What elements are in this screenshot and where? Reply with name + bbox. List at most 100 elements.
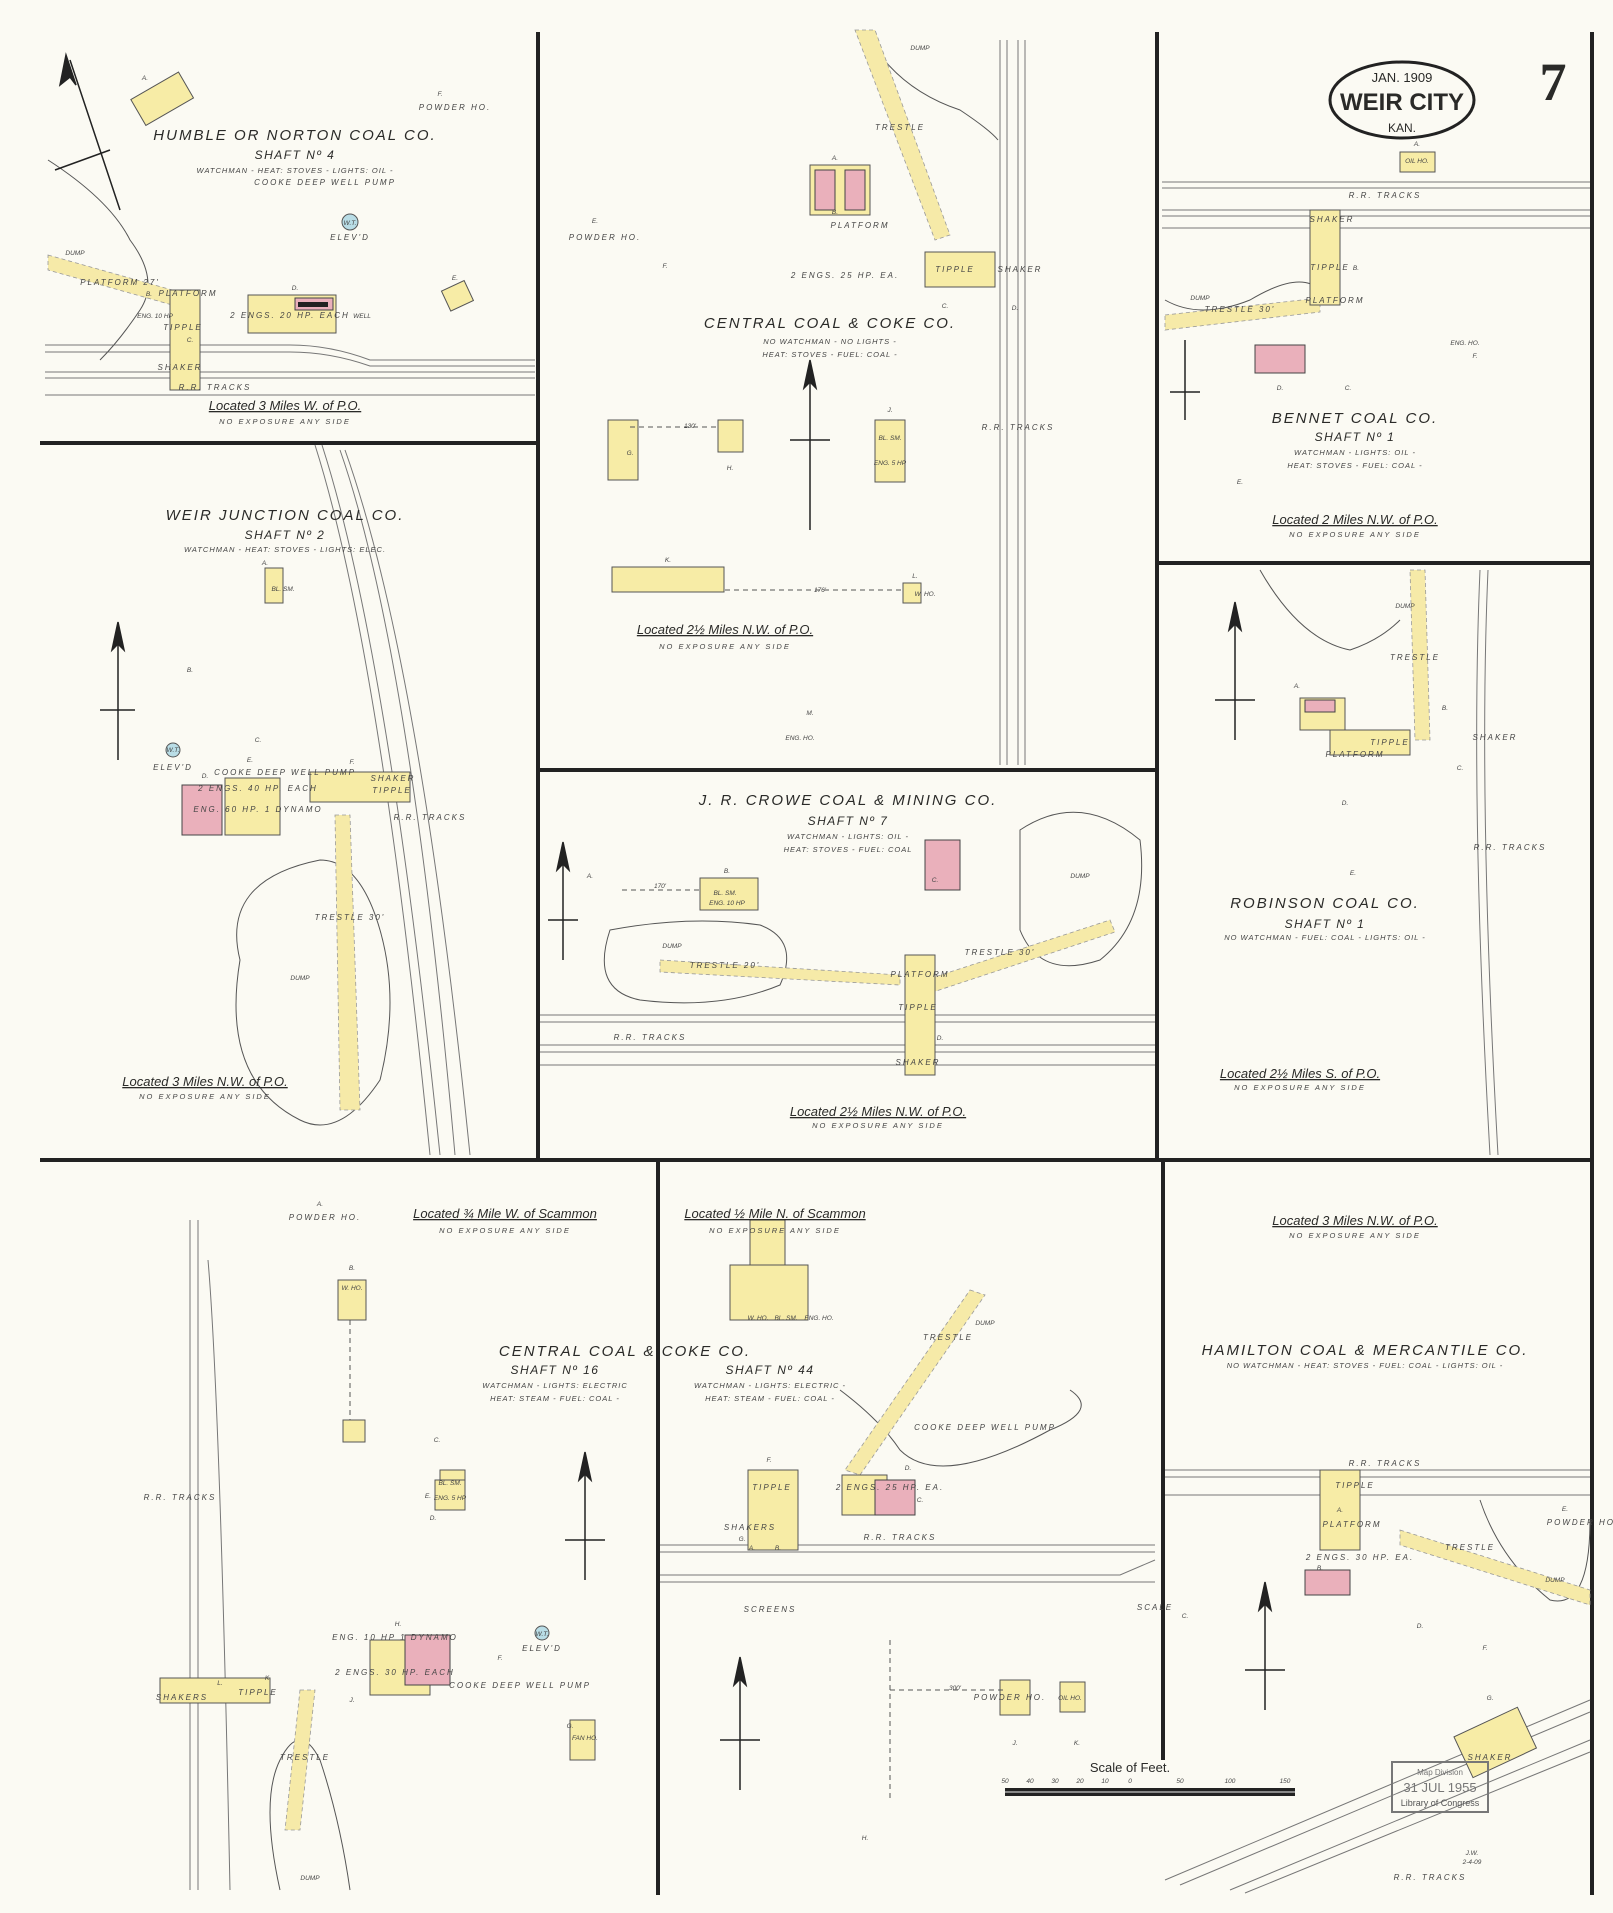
map-label: B. bbox=[832, 209, 838, 216]
map-label: C. bbox=[1182, 1613, 1189, 1620]
map-label: L. bbox=[217, 1680, 223, 1687]
scale-tick-label: 50 bbox=[1001, 1778, 1009, 1785]
map-label: 170' bbox=[654, 883, 667, 890]
map-label: PLATFORM 27' bbox=[80, 278, 160, 287]
map-label: TRESTLE bbox=[280, 1753, 330, 1762]
map-label: C. bbox=[1345, 385, 1352, 392]
map-label: ENG. HO. bbox=[1450, 340, 1479, 347]
location-note: Located 2½ Miles N.W. of P.O. bbox=[637, 622, 813, 637]
map-label: COOKE DEEP WELL PUMP bbox=[449, 1681, 591, 1690]
shaft-number: SHAFT Nº 4 bbox=[255, 148, 336, 162]
sheet-number: 7 bbox=[1540, 52, 1567, 112]
map-label: SHAKER bbox=[158, 363, 203, 372]
exposure-note: NO EXPOSURE ANY SIDE bbox=[709, 1226, 841, 1235]
map-label: DUMP bbox=[1395, 603, 1415, 610]
exposure-note: NO EXPOSURE ANY SIDE bbox=[1234, 1083, 1366, 1092]
map-label: 300' bbox=[949, 1685, 962, 1692]
map-label: POWDER HO. bbox=[289, 1213, 361, 1222]
company-title: J. R. CROWE COAL & MINING CO. bbox=[698, 792, 998, 809]
map-label: H. bbox=[395, 1621, 402, 1628]
map-label: E. bbox=[425, 1493, 431, 1500]
map-label: POWDER HO. bbox=[569, 233, 641, 242]
map-label: W.T. bbox=[167, 747, 180, 754]
map-label: K. bbox=[665, 557, 671, 564]
map-label: C. bbox=[255, 737, 262, 744]
map-label: ELEV'D bbox=[522, 1644, 562, 1653]
map-label: D. bbox=[937, 1035, 944, 1042]
map-label: TIPPLE bbox=[372, 786, 412, 795]
map-label: TRESTLE 30' bbox=[965, 948, 1036, 957]
protection-note: WATCHMAN - LIGHTS: OIL - bbox=[787, 832, 909, 841]
map-label: A. bbox=[1413, 141, 1420, 148]
map-label: B. bbox=[146, 291, 152, 298]
map-label: PLATFORM bbox=[891, 970, 950, 979]
map-label: DUMP bbox=[1545, 1577, 1565, 1584]
map-label: TIPPLE bbox=[1310, 263, 1350, 272]
company-title: ROBINSON COAL CO. bbox=[1230, 895, 1420, 912]
shaft-number: SHAFT Nº 1 bbox=[1285, 917, 1366, 931]
protection-note: WATCHMAN - HEAT: STOVES - LIGHTS: ELEC. bbox=[184, 545, 386, 554]
north-arrows bbox=[54, 52, 1285, 1790]
map-label: DUMP bbox=[662, 943, 682, 950]
map-label: PLATFORM bbox=[1326, 750, 1385, 759]
map-label: PLATFORM bbox=[159, 289, 218, 298]
location-note: Located ½ Mile N. of Scammon bbox=[684, 1206, 865, 1221]
stamp-date: 31 JUL 1955 bbox=[1403, 1780, 1476, 1795]
map-label: G. bbox=[739, 1536, 746, 1543]
initials-date: 2-4-09 bbox=[1462, 1859, 1482, 1866]
map-label: F. bbox=[438, 91, 443, 98]
map-label: DUMP bbox=[290, 975, 310, 982]
map-label: COOKE DEEP WELL PUMP bbox=[254, 178, 396, 187]
map-label: E. bbox=[1350, 870, 1356, 877]
map-label: 2 ENGS. 20 HP. EACH bbox=[229, 311, 350, 320]
map-label: ENG. 5 HP bbox=[434, 1495, 467, 1502]
map-label: F. bbox=[767, 1457, 772, 1464]
exposure-note: NO EXPOSURE ANY SIDE bbox=[659, 642, 791, 651]
map-label: TRESTLE bbox=[875, 123, 925, 132]
map-label: R.R. TRACKS bbox=[864, 1533, 937, 1542]
map-label: C. bbox=[187, 337, 194, 344]
map-label: R.R. TRACKS bbox=[614, 1033, 687, 1042]
location-note: Located 2½ Miles N.W. of P.O. bbox=[790, 1104, 966, 1119]
company-title: HAMILTON COAL & MERCANTILE CO. bbox=[1202, 1342, 1529, 1359]
protection-note: WATCHMAN - HEAT: STOVES - LIGHTS: OIL - bbox=[197, 166, 394, 175]
map-label: SHAKER bbox=[1468, 1753, 1513, 1762]
map-label: E. bbox=[452, 275, 458, 282]
map-label: 2 ENGS. 40 HP. EACH bbox=[197, 784, 318, 793]
map-label: K. bbox=[1074, 1740, 1080, 1747]
map-label: D. bbox=[1342, 800, 1349, 807]
exposure-note: NO EXPOSURE ANY SIDE bbox=[1289, 1231, 1421, 1240]
protection-note: NO WATCHMAN - HEAT: STOVES - FUEL: COAL … bbox=[1227, 1361, 1504, 1370]
map-label: W. HO. bbox=[341, 1285, 362, 1292]
map-label: BL. SM. bbox=[774, 1315, 797, 1322]
map-label: B. bbox=[349, 1265, 355, 1272]
protection-note: HEAT: STOVES - FUEL: COAL - bbox=[1287, 461, 1422, 470]
map-label: E. bbox=[1562, 1506, 1568, 1513]
map-label: TIPPLE bbox=[163, 323, 203, 332]
map-label: PLATFORM bbox=[831, 221, 890, 230]
shaft-number: SHAFT Nº 16 bbox=[511, 1363, 600, 1377]
map-label: POWDER HO. bbox=[1547, 1518, 1613, 1527]
map-label: B. bbox=[1317, 1565, 1323, 1572]
shaft-number: SHAFT Nº 7 bbox=[808, 814, 889, 828]
map-label: A. bbox=[748, 1545, 755, 1552]
map-label: ENG. 10 HP 1 DYNAMO bbox=[332, 1633, 458, 1642]
map-label: W.T. bbox=[536, 1631, 549, 1638]
map-label: F. bbox=[1473, 353, 1478, 360]
map-label: SCREENS bbox=[744, 1605, 797, 1614]
map-label: COOKE DEEP WELL PUMP bbox=[214, 768, 356, 777]
map-label: POWDER HO. bbox=[419, 103, 491, 112]
map-city: WEIR CITY bbox=[1340, 89, 1464, 116]
map-label: G. bbox=[567, 1723, 574, 1730]
map-label: OIL HO. bbox=[1405, 158, 1429, 165]
map-label: D. bbox=[1012, 305, 1019, 312]
location-note: Located 3 Miles N.W. of P.O. bbox=[122, 1074, 287, 1089]
buildings bbox=[130, 71, 1538, 1779]
exposure-note: NO EXPOSURE ANY SIDE bbox=[1289, 530, 1421, 539]
map-label: POWDER HO. bbox=[974, 1693, 1046, 1702]
exposure-note: NO EXPOSURE ANY SIDE bbox=[139, 1092, 271, 1101]
map-label: F. bbox=[663, 263, 668, 270]
map-label: C. bbox=[932, 877, 939, 884]
